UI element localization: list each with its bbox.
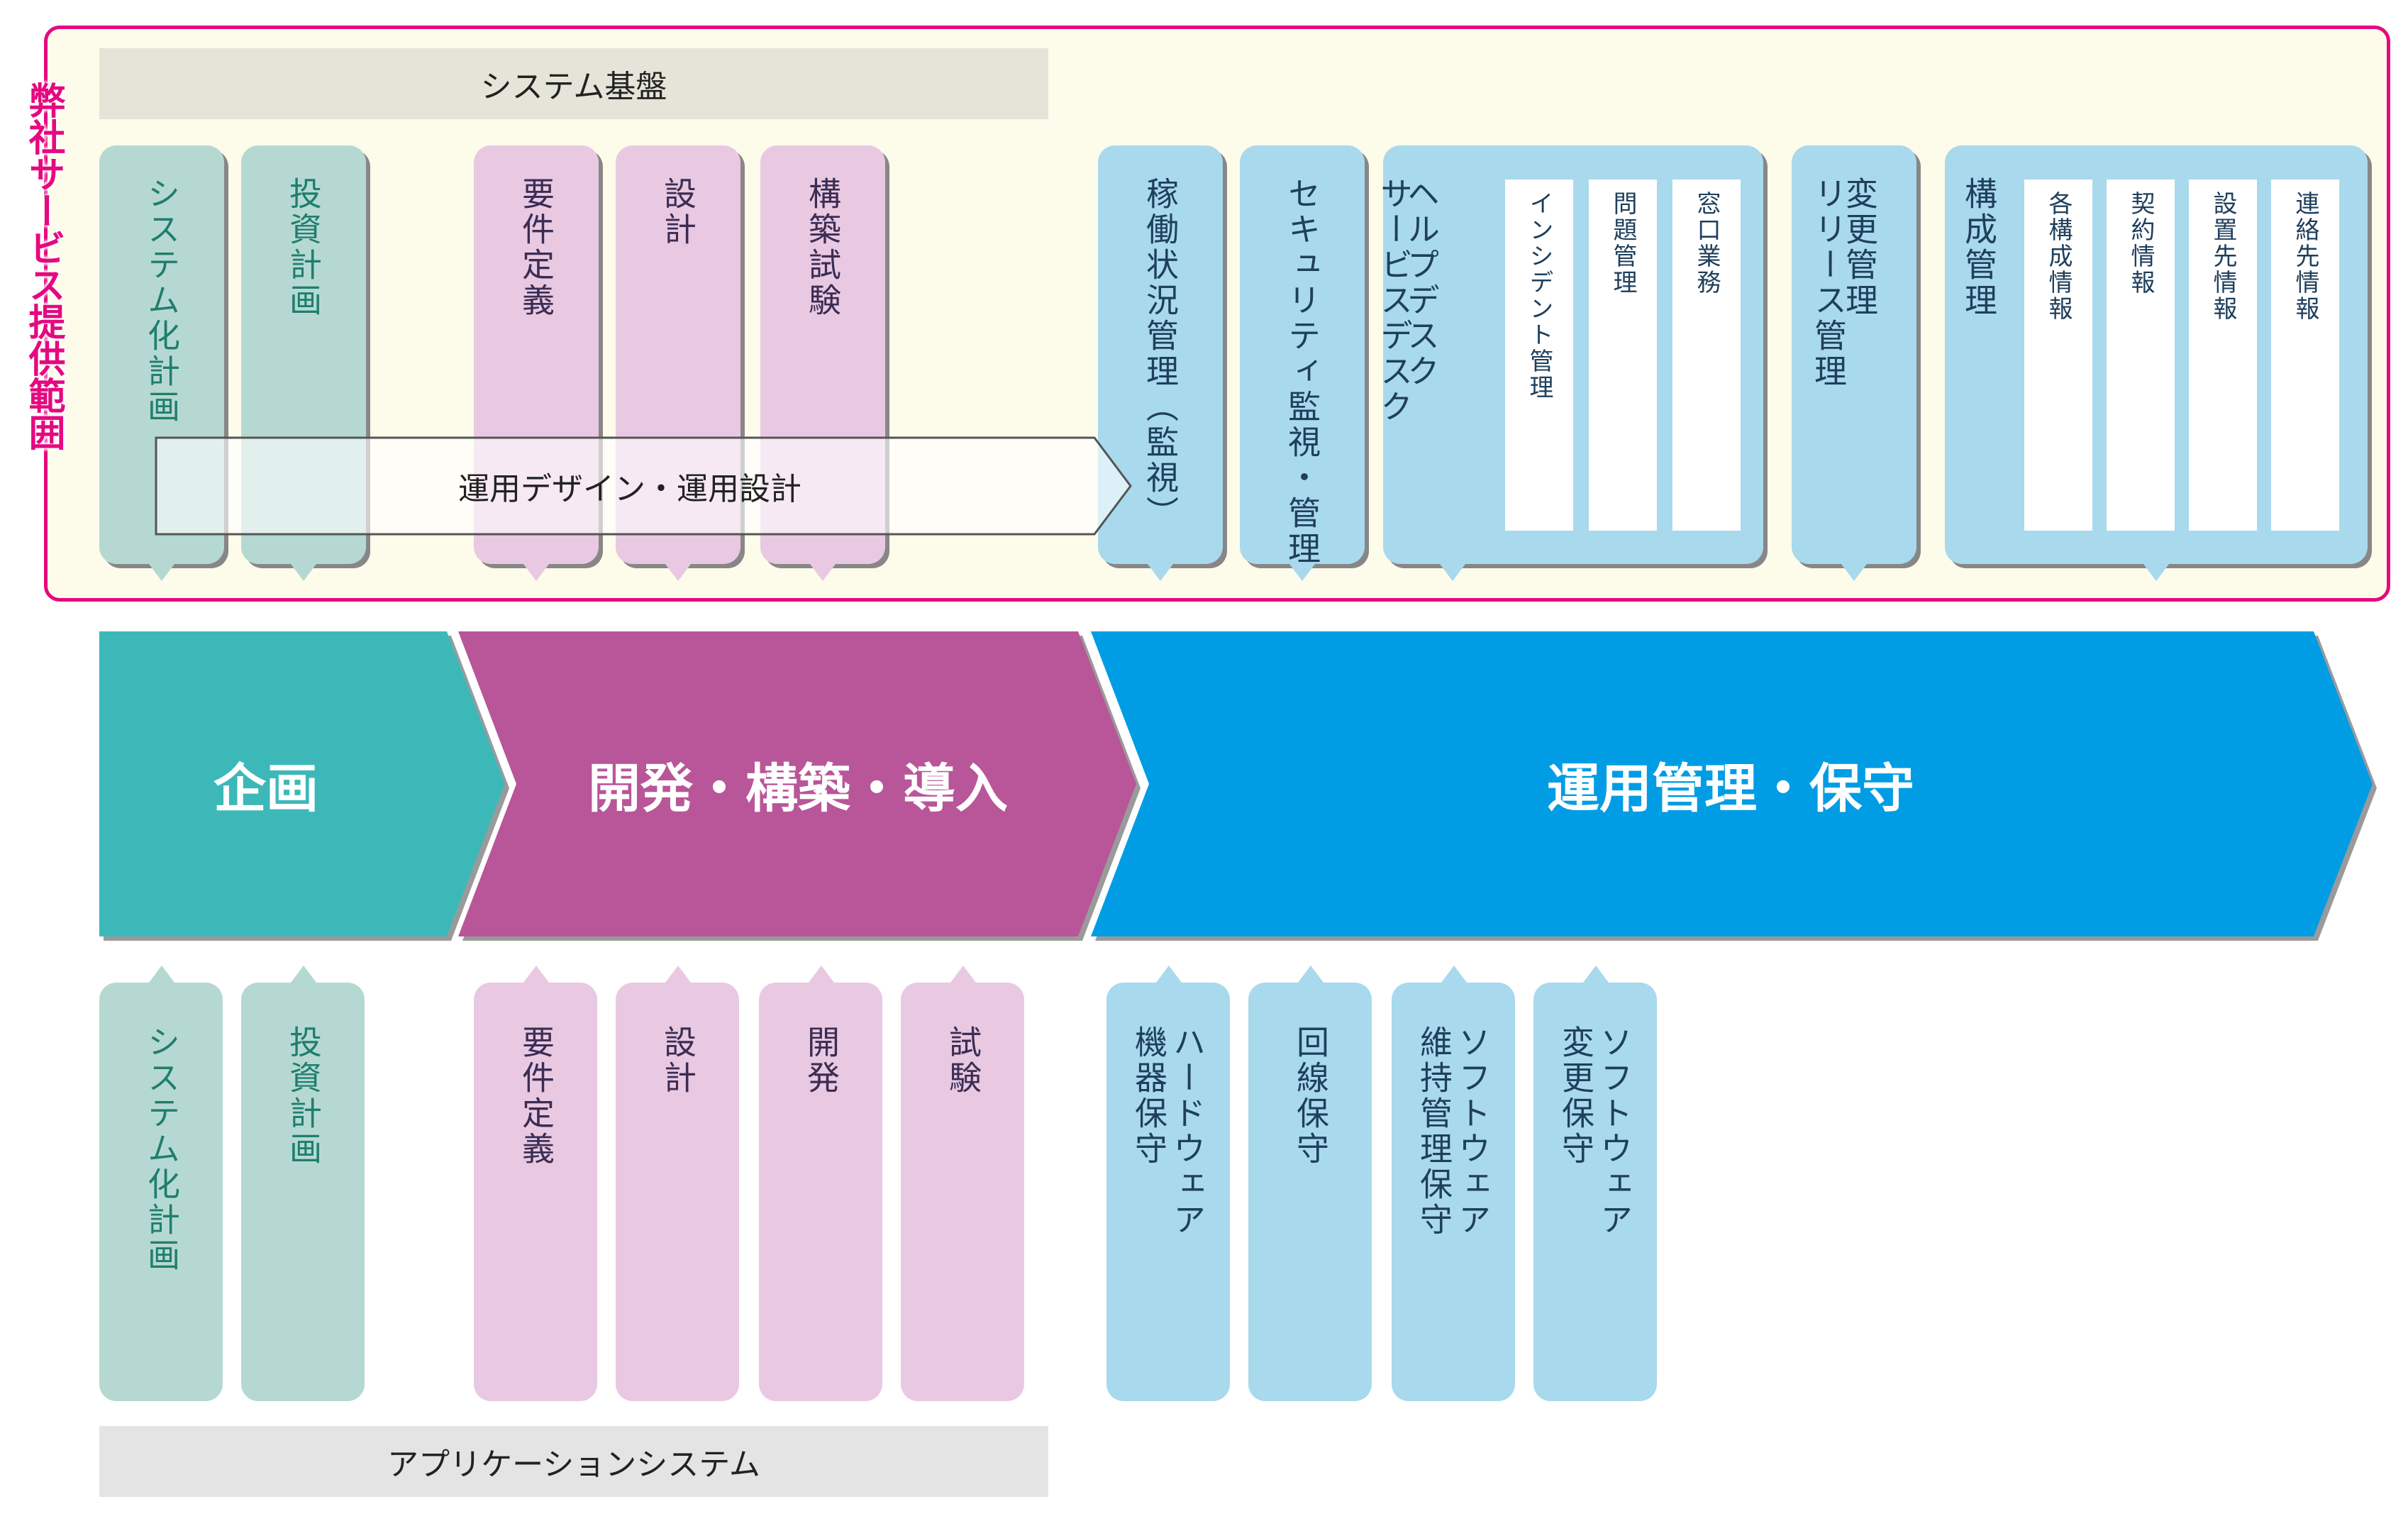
callout-tail — [523, 564, 549, 581]
bottom-card-line-maintenance-label: 回線保守 — [1292, 1025, 1330, 1167]
callout-tail — [523, 966, 549, 983]
bottom-card-requirements-label: 要件定義 — [517, 1025, 555, 1167]
helpdesk-sub-counter: 窓口業務 — [1672, 179, 1741, 531]
phase-arrows — [99, 631, 2373, 936]
service-scope-label: 弊社サービス提供範囲 — [22, 82, 65, 450]
callout-tail — [1440, 564, 1465, 581]
callout-tail — [291, 564, 316, 581]
phase-arrow-development — [458, 631, 1136, 936]
top-card-configuration: 構成管理 各構成情報 契約情報 設置先情報 連絡先情報 — [1945, 145, 2368, 581]
bottom-card-testing-label: 試験 — [944, 1025, 982, 1096]
bottom-card-software-change-label-line2: 変更保守 — [1557, 1025, 1595, 1167]
application-system-bar: アプリケーションシステム — [99, 1426, 1048, 1497]
callout-tail — [1441, 966, 1467, 983]
phase-operations-label: 運用管理・保守 — [1547, 758, 1914, 819]
bottom-card-hardware-label-line2: 機器保守 — [1130, 1025, 1168, 1167]
top-card-system-planning-label: システム化計画 — [143, 177, 181, 425]
system-infrastructure-bar: システム基盤 — [99, 48, 1048, 119]
callout-tail — [149, 564, 174, 581]
callout-tail — [1148, 564, 1173, 581]
top-card-change-release-label-line1: 変更管理 — [1841, 177, 1879, 319]
helpdesk-sub-problem: 問題管理 — [1589, 179, 1657, 531]
top-card-helpdesk-label-line2: サービスデスク — [1375, 177, 1414, 425]
callout-tail — [665, 564, 691, 581]
callout-tail — [1289, 564, 1315, 581]
bottom-card-software-maint-label-line2: 維持管理保守 — [1415, 1025, 1453, 1238]
top-card-helpdesk: ヘルプデスク サービスデスク インシデント管理 問題管理 窓口業務 — [1375, 145, 1763, 581]
config-sub-components: 各構成情報 — [2024, 179, 2092, 531]
callout-tail — [1583, 966, 1609, 983]
config-sub-contracts: 契約情報 — [2107, 179, 2175, 531]
top-card-configuration-label: 構成管理 — [1960, 177, 1998, 319]
bottom-card-development-label: 開発 — [802, 1025, 840, 1096]
callout-tail — [1156, 966, 1182, 983]
callout-tail — [810, 564, 836, 581]
top-card-helpdesk-label-line1: ヘルプデスク — [1402, 177, 1441, 389]
callout-tail — [149, 966, 174, 983]
callout-tail — [2143, 564, 2169, 581]
operation-design-arrow — [155, 436, 1132, 536]
top-card-requirements-label: 要件定義 — [517, 177, 555, 319]
bottom-card-design: 設計 — [616, 966, 739, 1401]
bottom-card-requirements: 要件定義 — [474, 966, 597, 1401]
bottom-card-system-planning: システム化計画 — [99, 966, 223, 1401]
bottom-card-development: 開発 — [759, 966, 882, 1401]
top-card-operation-monitoring: 稼働状況管理（監視） — [1098, 145, 1223, 581]
phase-development-label: 開発・構築・導入 — [588, 758, 1008, 819]
bottom-card-software-maintenance: ソフトウェア 維持管理保守 — [1392, 966, 1515, 1401]
top-card-security-monitoring: セキュリティ監視・管理 — [1240, 145, 1365, 581]
top-card-build-test-label: 構築試験 — [804, 177, 842, 319]
operation-design-label: 運用デザイン・運用設計 — [458, 471, 801, 507]
phase-arrow-operations — [1091, 631, 2373, 936]
callout-tail — [950, 966, 976, 983]
top-card-change-release-label-line2: リリース管理 — [1809, 177, 1848, 389]
top-card-operation-monitoring-label: 稼働状況管理（監視） — [1141, 177, 1180, 531]
bottom-card-software-change: ソフトウェア 変更保守 — [1533, 966, 1657, 1401]
callout-tail — [1298, 966, 1324, 983]
top-card-change-release: 変更管理 リリース管理 — [1792, 145, 1916, 581]
bottom-card-investment-planning: 投資計画 — [241, 966, 365, 1401]
callout-tail — [665, 966, 691, 983]
helpdesk-sub-incident: インシデント管理 — [1505, 179, 1573, 531]
bottom-card-hardware-maintenance: ハードウェア 機器保守 — [1106, 966, 1230, 1401]
bottom-card-line-maintenance: 回線保守 — [1248, 966, 1372, 1401]
callout-tail — [809, 966, 834, 983]
config-sub-contacts: 連絡先情報 — [2271, 179, 2339, 531]
top-card-investment-planning-label: 投資計画 — [284, 177, 323, 319]
bottom-card-software-change-label-line1: ソフトウェア — [1595, 1025, 1633, 1238]
config-sub-locations: 設置先情報 — [2189, 179, 2257, 531]
top-card-design-label: 設計 — [659, 177, 697, 248]
phase-arrow-planning — [99, 631, 505, 936]
bottom-card-investment-planning-label: 投資計画 — [284, 1025, 323, 1167]
callout-tail — [1841, 564, 1867, 581]
phase-planning-label: 企画 — [213, 758, 318, 819]
top-card-security-monitoring-label: セキュリティ監視・管理 — [1283, 177, 1321, 567]
bottom-card-testing: 試験 — [901, 966, 1024, 1401]
bottom-card-system-planning-label: システム化計画 — [143, 1025, 181, 1273]
bottom-card-software-maint-label-line1: ソフトウェア — [1453, 1025, 1492, 1238]
bottom-card-hardware-label-line1: ハードウェア — [1168, 1025, 1206, 1238]
bottom-card-design-label: 設計 — [659, 1025, 697, 1096]
callout-tail — [291, 966, 316, 983]
